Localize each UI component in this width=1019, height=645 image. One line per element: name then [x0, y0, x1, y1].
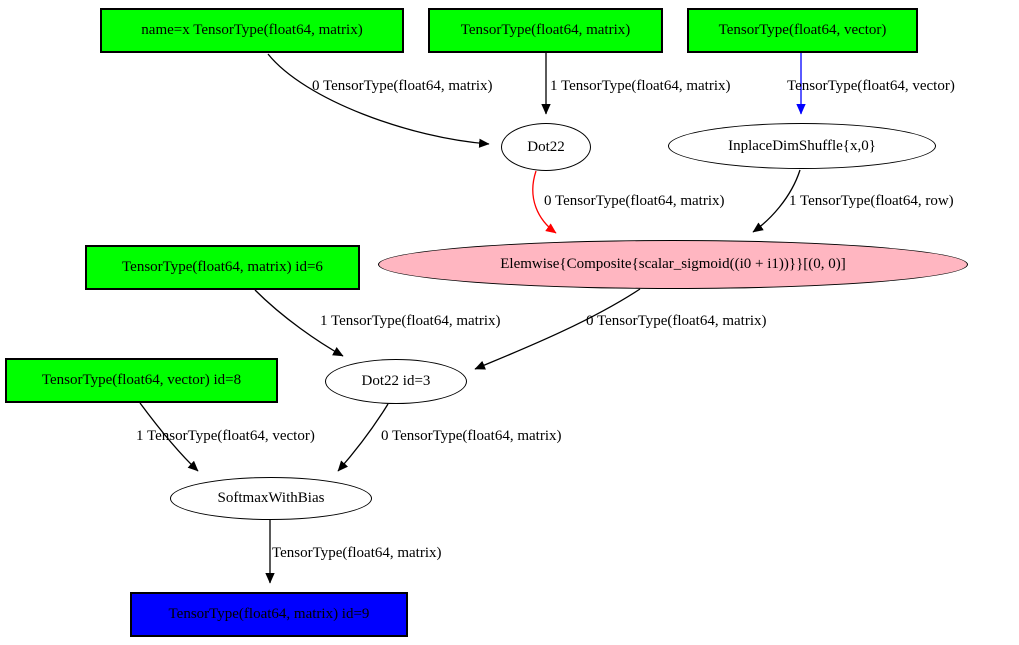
edge-label-dot22-to-elemwise: 0 TensorType(float64, matrix)	[544, 193, 725, 209]
node-input-vector: TensorType(float64, vector)	[687, 8, 918, 53]
edge-x-to-dot22	[267, 53, 490, 148]
node-dot22: Dot22	[501, 123, 591, 171]
node-output-id9: TensorType(float64, matrix) id=9	[130, 592, 408, 637]
node-dot22-id3: Dot22 id=3	[325, 359, 467, 404]
node-softmaxwithbias: SoftmaxWithBias	[170, 477, 372, 520]
node-inplacedimshuffle: InplaceDimShuffle{x,0}	[668, 123, 936, 169]
node-elemwise-sigmoid: Elemwise{Composite{scalar_sigmoid((i0 + …	[378, 240, 968, 289]
edge-label-dot22id3-to-softmax: 0 TensorType(float64, matrix)	[381, 428, 562, 444]
edge-label-vector-to-dimshuffle: TensorType(float64, vector)	[787, 78, 955, 94]
node-input-x: name=x TensorType(float64, matrix)	[100, 8, 404, 53]
edge-label-id6-to-dot22id3: 1 TensorType(float64, matrix)	[320, 313, 501, 329]
edge-label-matrix-to-dot22: 1 TensorType(float64, matrix)	[550, 78, 731, 94]
edge-label-dimshuffle-to-elemwise: 1 TensorType(float64, row)	[789, 193, 954, 209]
edge-label-x-to-dot22: 0 TensorType(float64, matrix)	[312, 78, 493, 94]
node-input-vector-id8: TensorType(float64, vector) id=8	[5, 358, 278, 403]
edge-label-softmax-to-id9: TensorType(float64, matrix)	[272, 545, 442, 561]
node-input-matrix-id6: TensorType(float64, matrix) id=6	[85, 245, 360, 290]
edge-label-elemwise-to-dot22id3: 0 TensorType(float64, matrix)	[586, 313, 767, 329]
edge-label-id8-to-softmax: 1 TensorType(float64, vector)	[136, 428, 315, 444]
node-input-matrix: TensorType(float64, matrix)	[428, 8, 663, 53]
